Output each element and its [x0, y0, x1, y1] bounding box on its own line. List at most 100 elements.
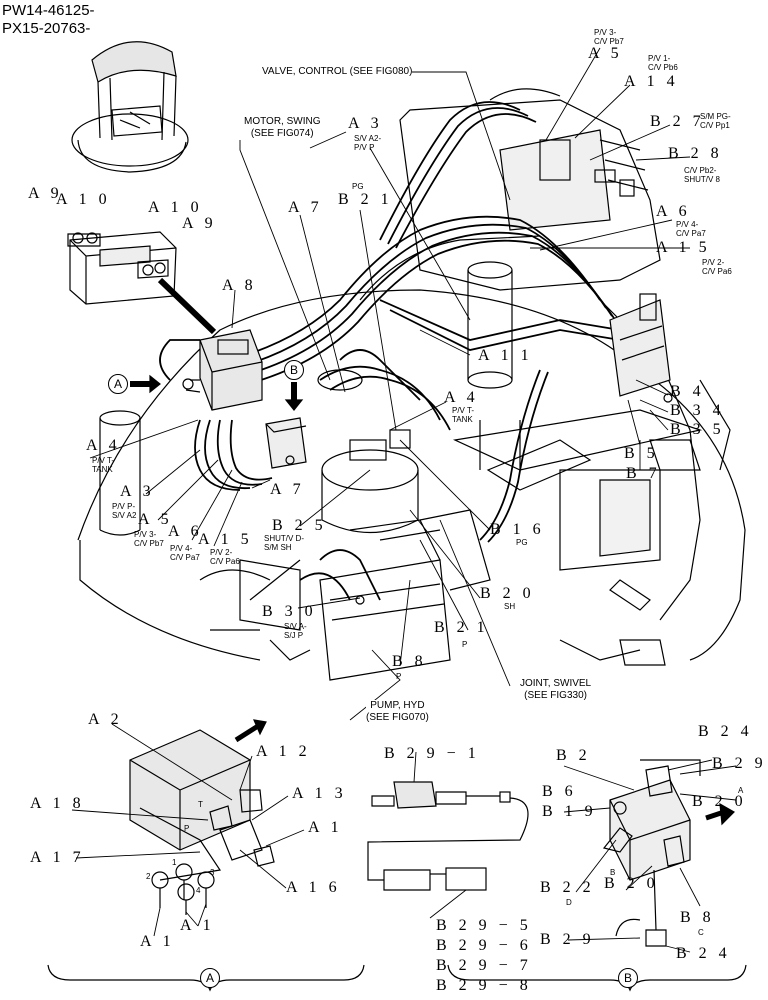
- note-smpg: S/M PG- C/V Pp1: [700, 112, 731, 130]
- label-B20-bottom: B 2 0: [604, 875, 659, 892]
- label-A10-right: A 1 0: [148, 199, 203, 216]
- note-pvp-left: P/V P- S/V A2: [112, 502, 137, 520]
- detail-A-marker: A: [200, 968, 220, 988]
- pilot-valve: [182, 329, 263, 411]
- machine-thumbnail: [71, 41, 189, 173]
- note-shut: SHUT/V D- S/M SH: [264, 534, 304, 552]
- note-B-sup: B: [610, 868, 616, 877]
- label-B30: B 3 0: [262, 603, 317, 620]
- note-sva: S/V A- S/J P: [284, 622, 307, 640]
- label-B29-8: B 2 9 − 8: [436, 977, 532, 994]
- note-sh: SH: [504, 602, 516, 611]
- swivel-cylinders: [99, 261, 521, 536]
- label-B29-bottom: B 2 9: [540, 931, 595, 948]
- label-A4-left: A 4: [86, 437, 121, 454]
- label-A18: A 1 8: [30, 795, 85, 812]
- label-B19: B 1 9: [542, 803, 597, 820]
- label-B29-7: B 2 9 − 7: [436, 957, 532, 974]
- label-A2: A 2: [88, 711, 123, 728]
- label-A9-left: A 9: [28, 185, 63, 202]
- callout-motor-swing: MOTOR, SWING (SEE FIG074): [244, 116, 321, 140]
- note-pv3-top: P/V 3- C/V Pb7: [594, 28, 624, 46]
- label-A8: A 8: [222, 277, 257, 294]
- note-pv4-right: P/V 4- C/V Pa7: [676, 220, 706, 238]
- callout-joint-swivel: JOINT, SWIVEL (SEE FIG330): [520, 678, 592, 702]
- note-pvt-left: P/V T- TANK: [92, 456, 115, 474]
- note-pv2-right: P/V 2- C/V Pa6: [702, 258, 732, 276]
- label-B28: B 2 8: [668, 145, 723, 162]
- serial-range-1: PW14-46125-: [2, 2, 95, 19]
- label-A11: A 1 1: [478, 347, 533, 364]
- note-p-b8: P: [396, 672, 402, 681]
- note-pv1: P/V 1- C/V Pb6: [648, 54, 678, 72]
- note-pg-b16: PG: [516, 538, 528, 547]
- label-B8-detail: B 8: [680, 909, 715, 926]
- label-B2: B 2: [556, 747, 591, 764]
- label-A6-right: A 6: [656, 203, 691, 220]
- detail-B-marker: B: [618, 968, 638, 988]
- side-valve-stack: [609, 293, 673, 403]
- label-A6-left: A 6: [168, 523, 203, 540]
- label-B25: B 2 5: [272, 517, 327, 534]
- note-pv4-left: P/V 4- C/V Pa7: [170, 544, 200, 562]
- label-A13: A 1 3: [292, 785, 347, 802]
- label-A5-left: A 5: [138, 511, 173, 528]
- label-B29-1: B 2 9 − 1: [384, 745, 480, 762]
- label-B7: B 7: [626, 465, 661, 482]
- note-C: C: [698, 928, 704, 937]
- detail-B-drawing: [602, 759, 735, 947]
- shut-valve-block: [265, 417, 307, 469]
- serial-range-2: PX15-20763-: [2, 20, 91, 37]
- port-4: 4: [196, 886, 201, 895]
- label-B20-top: B 2 0: [692, 793, 747, 810]
- pressure-switch-drawing: [367, 751, 529, 919]
- control-valve-block: [399, 88, 661, 291]
- detail-B-leaders: [563, 759, 737, 953]
- label-A16: A 1 6: [286, 879, 341, 896]
- label-A12: A 1 2: [256, 743, 311, 760]
- label-B20: B 2 0: [480, 585, 535, 602]
- label-A15-left: A 1 5: [198, 531, 253, 548]
- label-A1-bottom-1: A 1: [140, 933, 175, 950]
- label-A7-top: A 7: [288, 199, 323, 216]
- note-pg-top: PG: [352, 182, 364, 191]
- label-B5: B 5: [624, 445, 659, 462]
- note-sva2-top: S/V A2- P/V P: [354, 134, 382, 152]
- port-P: P: [184, 824, 190, 833]
- bracket-detail: [67, 231, 177, 305]
- view-marker-B: B: [284, 360, 304, 380]
- note-pv2-left: P/V 2- C/V Pa6: [210, 548, 240, 566]
- label-A15-right: A 1 5: [656, 239, 711, 256]
- label-B29-6: B 2 9 − 6: [436, 937, 532, 954]
- callout-valve-control: VALVE, CONTROL (SEE FIG080): [262, 66, 413, 78]
- port-3: 3: [210, 868, 215, 877]
- port-T: T: [198, 800, 203, 809]
- label-A17: A 1 7: [30, 849, 85, 866]
- note-D: D: [566, 898, 572, 907]
- label-A14: A 1 4: [624, 73, 679, 90]
- note-A-sup: A: [738, 786, 744, 795]
- note-pvt-mid: P/V T- TANK: [452, 406, 475, 424]
- label-B4: B 4: [670, 383, 705, 400]
- label-A1-right: A 1: [308, 819, 343, 836]
- label-A10-left: A 1 0: [56, 191, 111, 208]
- swing-motor: [317, 369, 419, 533]
- label-B8: B 8: [392, 653, 427, 670]
- label-A3-top: A 3: [348, 115, 383, 132]
- view-marker-A: A: [108, 374, 128, 394]
- callout-pump-hyd: PUMP, HYD (SEE FIG070): [366, 700, 429, 724]
- label-B6: B 6: [542, 783, 577, 800]
- label-B27: B 2 7: [650, 113, 705, 130]
- label-B29-top: B 2 9: [712, 755, 767, 772]
- note-pv3-left: P/V 3- C/V Pb7: [134, 530, 164, 548]
- label-A7-left: A 7: [270, 481, 305, 498]
- detail-A-leaders: [71, 723, 305, 937]
- label-B34: B 3 4: [670, 402, 725, 419]
- label-A5-top: A 5: [588, 45, 623, 62]
- port-2: 2: [146, 872, 151, 881]
- label-B35: B 3 5: [670, 421, 725, 438]
- note-p-b21: P: [462, 640, 468, 649]
- label-A9-right: A 9: [182, 215, 217, 232]
